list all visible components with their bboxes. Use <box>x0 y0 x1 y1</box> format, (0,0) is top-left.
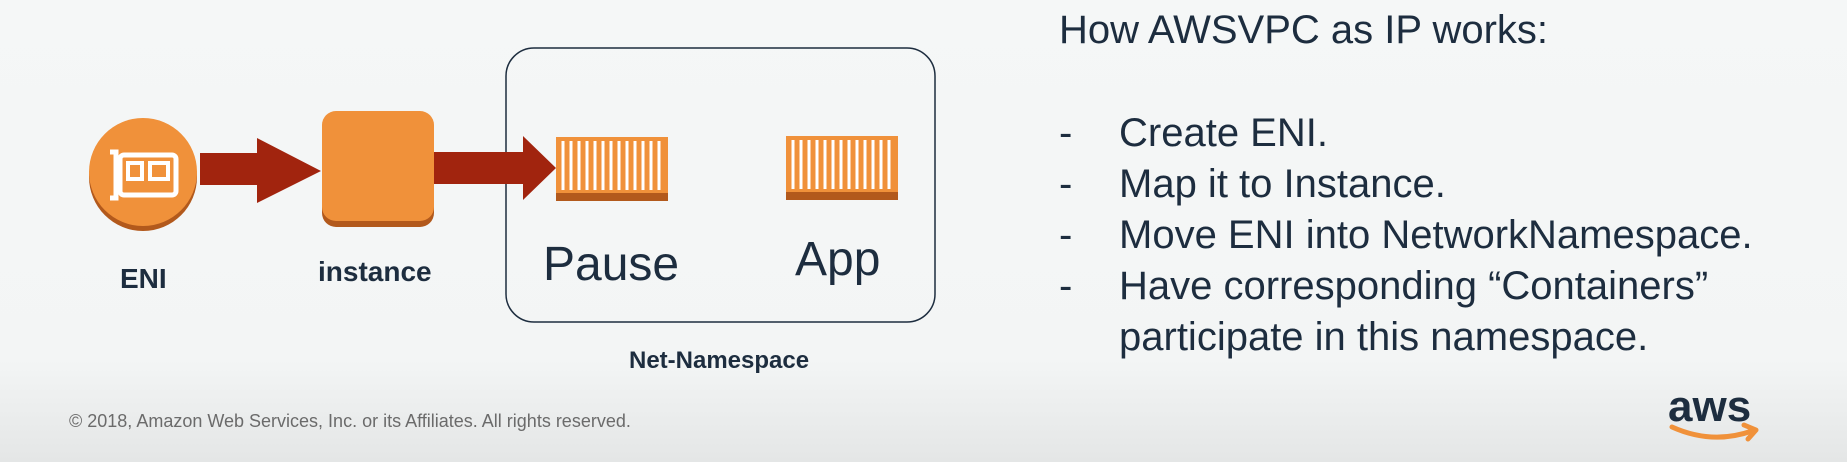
app-label: App <box>795 233 881 286</box>
aws-logo-text: aws <box>1668 387 1751 431</box>
eni-label: ENI <box>120 263 167 294</box>
net-namespace-label: Net-Namespace <box>629 347 810 374</box>
step-item: - Create ENI. <box>1059 108 1847 159</box>
instance-label: instance <box>318 256 432 287</box>
net-namespace-box <box>505 47 936 323</box>
step-text: Have corresponding “Containers” particip… <box>1119 264 1709 359</box>
bullet-dash: - <box>1059 111 1073 155</box>
explanation-title: How AWSVPC as IP works: <box>1059 8 1549 52</box>
step-text: Create ENI. <box>1119 111 1328 155</box>
instance-icon <box>322 111 434 227</box>
bullet-dash: - <box>1059 213 1073 257</box>
arrow-eni-to-instance <box>200 138 321 203</box>
pause-label: Pause <box>543 238 680 291</box>
step-text: Move ENI into NetworkNamespace. <box>1119 213 1753 257</box>
step-item: - Map it to Instance. <box>1059 159 1847 210</box>
pause-container-icon <box>556 137 668 201</box>
network-interface-icon <box>89 118 197 231</box>
arrow-instance-to-pause <box>434 136 556 200</box>
aws-logo-icon: aws <box>1668 387 1759 442</box>
step-item: - Move ENI into NetworkNamespace. <box>1059 210 1847 261</box>
app-container-icon <box>786 136 898 200</box>
bullet-dash: - <box>1059 162 1073 206</box>
architecture-diagram <box>89 47 936 323</box>
step-text: Map it to Instance. <box>1119 162 1446 206</box>
copyright-notice: © 2018, Amazon Web Services, Inc. or its… <box>69 411 631 431</box>
steps-list: - Create ENI. - Map it to Instance. - Move … <box>1059 108 1847 363</box>
step-item: - Have corresponding “Containers” partici… <box>1059 261 1847 363</box>
bullet-dash: - <box>1059 264 1073 308</box>
